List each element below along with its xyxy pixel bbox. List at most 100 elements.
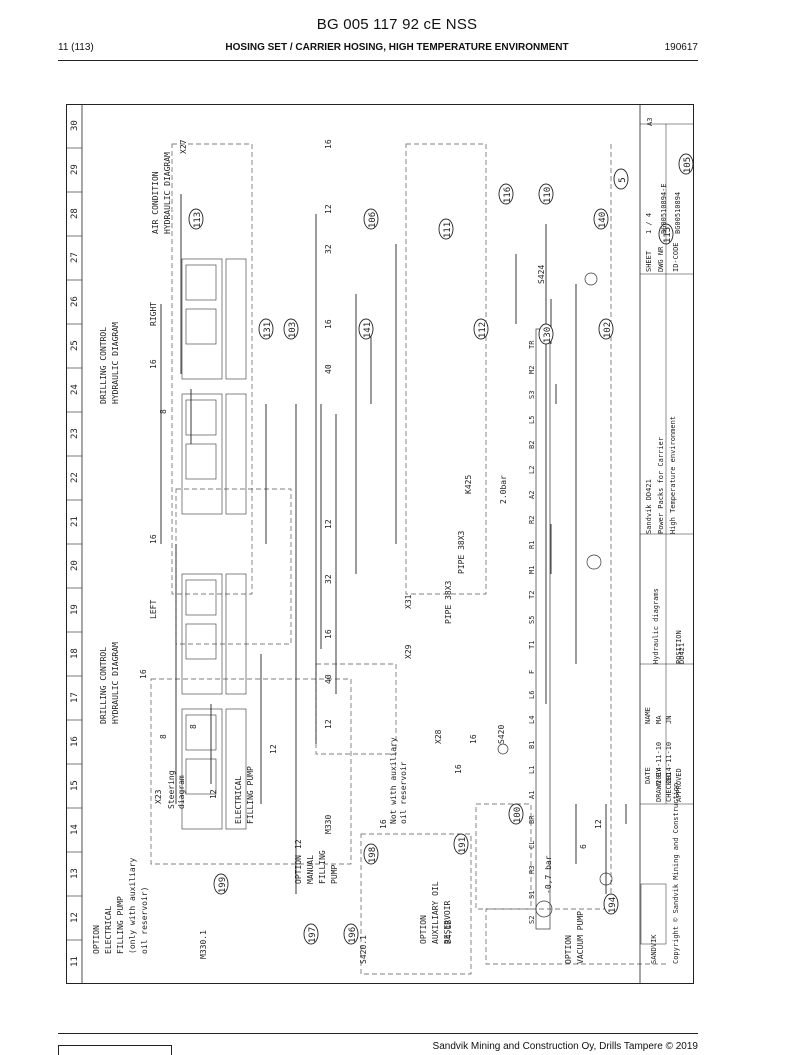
diagram-label: PIPE 38X3 [457, 530, 466, 574]
title-block-text: POSITION [675, 630, 683, 664]
callout-number: 140 [598, 212, 608, 228]
callout-number: 113 [193, 212, 203, 228]
callout-bubble [358, 318, 374, 340]
title-block-text: MA [655, 715, 663, 724]
port-block [535, 328, 551, 930]
diagram-label: VACUUM PUMP [576, 911, 585, 964]
diagram-label: X23 [154, 789, 163, 804]
zone-number: 17 [70, 692, 80, 703]
callout-number: 116 [503, 187, 513, 203]
diagram-label: 2.0bar [499, 475, 508, 504]
port-label: L5 [528, 416, 536, 424]
title-block-text: DD421 [678, 643, 686, 664]
port-label: A1 [528, 791, 536, 799]
callout-number: 110 [543, 187, 553, 203]
hose-size: 12 [324, 519, 333, 529]
callout-bubble [363, 208, 379, 230]
title-block-text: SANDVIK [650, 934, 658, 964]
callout-number: 105 [683, 157, 693, 173]
hose-size: 8 [159, 409, 168, 414]
diagram-label: FILLING PUMP [246, 766, 255, 824]
callout-bubble [343, 923, 359, 945]
callout-number: 141 [363, 322, 373, 338]
port-label: L2 [528, 466, 536, 474]
title-block-text: Sandvik DD421 [645, 479, 653, 534]
zone-number: 14 [70, 824, 80, 835]
port-label: L1 [528, 766, 536, 774]
title-block-text: DWG NR [657, 246, 665, 272]
title-block-text: DATE [644, 767, 652, 784]
zone-number: 19 [70, 604, 80, 615]
diagram-label: FILLING [318, 850, 327, 884]
sandvik-logo [58, 1045, 172, 1055]
diagram-label: OPTION [92, 925, 101, 954]
document-date: 190617 [664, 42, 698, 53]
diagram-label: M330.1 [199, 930, 208, 959]
hose-size: 12 [209, 789, 218, 799]
diagram-label: AIR CONDITION [151, 171, 160, 234]
zone-number: 30 [70, 120, 80, 131]
zone-number: 12 [70, 912, 80, 923]
diagram-label: ELECTRICAL [104, 906, 113, 954]
title-block-text: JN [665, 716, 673, 724]
callout-number: 197 [308, 927, 318, 943]
zone-number: 24 [70, 384, 80, 395]
zone-number: 28 [70, 208, 80, 219]
diagram-label: oil reservoir) [140, 887, 149, 954]
callout-bubble [188, 208, 204, 230]
callout-bubble [438, 218, 454, 240]
callout-bubble [363, 843, 379, 865]
section-title: HOSING SET / CARRIER HOSING, HIGH TEMPER… [225, 42, 569, 53]
diagram-label: -0,7 bar [544, 855, 553, 894]
diagram-label: S424 [537, 265, 546, 284]
title-block-text: APPROVED [675, 768, 683, 802]
callout-number: 194 [608, 897, 618, 913]
hose-size: 8 [189, 724, 198, 729]
port-label: F [528, 670, 536, 674]
hose-size: 40 [324, 674, 333, 684]
hose-size: 32 [324, 244, 333, 254]
diagram-label: S420 [497, 725, 506, 744]
title-block-text: 2014-11-10 [665, 742, 673, 784]
callout-bubble [678, 153, 694, 175]
port-label: S3 [528, 391, 536, 399]
port-label: BR [528, 815, 536, 824]
footer-rule [58, 1033, 698, 1034]
diagram-label: X31 [404, 594, 413, 609]
hose-size: 6 [579, 844, 588, 849]
diagram-label: MANUAL [306, 855, 315, 884]
page-number: 11 (113) [58, 42, 94, 53]
group-boundaries [150, 143, 666, 975]
hose-size: 16 [379, 819, 388, 829]
zone-number: 18 [70, 648, 80, 659]
diagram-label: X28 [434, 729, 443, 744]
callout-bubble [613, 168, 629, 190]
valve-blocks [181, 258, 247, 830]
diagram-label: LEFT [149, 600, 158, 619]
callout-number: 106 [368, 212, 378, 228]
callout-bubble [538, 183, 554, 205]
hose-size: 32 [324, 574, 333, 584]
callout-bubble [538, 323, 554, 345]
diagram-label: Not with auxiliary [389, 737, 398, 824]
diagram-label: DRILLING CONTROL [99, 327, 108, 404]
title-block-text: Power Packs for Carrier [657, 437, 665, 534]
port-label: B2 [528, 441, 536, 449]
title-block-text: SHEET [645, 250, 653, 272]
callout-bubble [598, 318, 614, 340]
title-block-text: NAME [644, 707, 652, 724]
diagram-label: PUMP [330, 865, 339, 884]
hose-size: 24,12 [444, 920, 453, 944]
zone-number: 26 [70, 296, 80, 307]
hose-size: 16 [469, 734, 478, 744]
zone-number: 16 [70, 736, 80, 747]
zone-number: 23 [70, 428, 80, 439]
document-title: BG 005 117 92 cE NSS [316, 16, 478, 33]
port-label: M2 [528, 366, 536, 374]
port-label: T1 [528, 641, 536, 649]
title-block-text: BG00510894-E [660, 183, 668, 234]
hose-size: 12 [269, 744, 278, 754]
